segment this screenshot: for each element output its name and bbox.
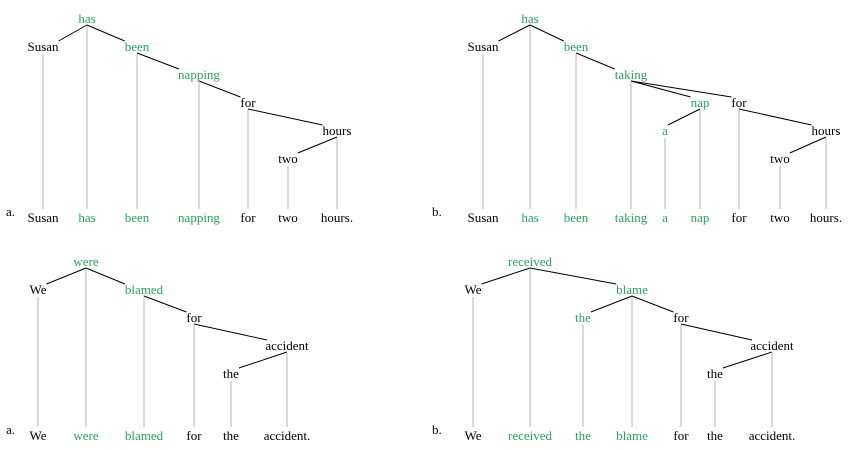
tree-node-for: for (731, 95, 747, 110)
sentence-word-for: for (673, 428, 689, 443)
dependency-edge (193, 323, 268, 341)
dependency-edge (789, 136, 827, 154)
tree-node-for: for (186, 310, 202, 325)
sentence-word-the: the (223, 428, 239, 443)
tree-node-two: two (278, 151, 298, 166)
sentence-word-has: has (78, 210, 96, 225)
dependency-edge (667, 108, 701, 126)
dependency-edge (680, 323, 753, 341)
dependency-edge (238, 351, 288, 369)
tree-node-nap: nap (690, 95, 710, 110)
sentence-word-hours: hours. (809, 210, 843, 225)
tree-node-the2: the (707, 366, 723, 381)
sentence-word-for: for (240, 210, 256, 225)
tree-node-were: were (73, 254, 99, 269)
tree-node-we: We (464, 282, 482, 297)
dependency-edge (631, 295, 674, 313)
tree-letter-label: b. (432, 422, 442, 437)
tree-node-we: We (29, 282, 47, 297)
sentence-word-were: were (73, 428, 99, 443)
dependency-edge (85, 267, 126, 285)
sentence-word-for: for (731, 210, 747, 225)
sentence-word-blame: blame (616, 428, 648, 443)
dependency-edge (575, 52, 615, 70)
sentence-word-accident: accident. (748, 428, 796, 443)
sentence-word-the2: the (707, 428, 723, 443)
sentence-word-the1: the (575, 428, 591, 443)
sentence-word-blamed: blamed (124, 428, 164, 443)
tree-letter-label: b. (432, 204, 442, 219)
sentence-word-two: two (278, 210, 298, 225)
dependency-edge (86, 24, 125, 42)
sentence-word-received: received (507, 428, 553, 443)
dependency-edge (630, 80, 691, 98)
tree-node-accident: accident (265, 338, 309, 353)
dependency-edge (136, 52, 180, 70)
tree-node-the: the (223, 366, 239, 381)
tree-node-hours: hours (811, 123, 841, 138)
dependency-edge (297, 136, 338, 154)
dependency-edge (529, 24, 564, 42)
tree-node-hours: hours (322, 123, 352, 138)
tree-node-been: been (563, 39, 589, 54)
tree-node-a: a (662, 123, 668, 138)
sentence-word-two: two (770, 210, 790, 225)
tree-node-napping: napping (178, 67, 220, 82)
dependency-edge (498, 24, 531, 42)
dependency-edge (722, 351, 773, 369)
tree-node-the1: the (575, 310, 591, 325)
sentence-word-accident: accident. (263, 428, 311, 443)
dependency-edge (481, 267, 531, 285)
dependency-edge (630, 80, 732, 98)
sentence-word-a: a (662, 210, 668, 225)
tree-node-has: has (78, 11, 96, 26)
tree-letter-label: a. (6, 422, 16, 437)
sentence-word-we: We (29, 428, 47, 443)
tree-node-blame: blame (616, 282, 648, 297)
sentence-word-nap: nap (690, 210, 710, 225)
sentence-word-for: for (186, 428, 202, 443)
tree-node-susan: Susan (27, 39, 59, 54)
dependency-edge (247, 108, 323, 126)
sentence-word-been: been (124, 210, 150, 225)
sentence-word-we: We (464, 428, 482, 443)
tree-node-for: for (240, 95, 256, 110)
tree-node-has: has (521, 11, 539, 26)
sentence-word-hours: hours. (320, 210, 354, 225)
tree-node-received: received (507, 254, 553, 269)
tree-node-two: two (770, 151, 790, 166)
dependency-edge (143, 295, 187, 313)
tree-node-blamed: blamed (124, 282, 164, 297)
tree-node-for: for (673, 310, 689, 325)
dependency-edge (590, 295, 633, 313)
tree-letter-label: a. (6, 204, 16, 219)
tree-node-accident: accident (750, 338, 794, 353)
tree-node-susan: Susan (467, 39, 499, 54)
dependency-edge (46, 267, 87, 285)
sentence-word-napping: napping (178, 210, 220, 225)
sentence-word-susan: Susan (467, 210, 499, 225)
sentence-word-taking: taking (614, 210, 648, 225)
tree-node-taking: taking (614, 67, 648, 82)
dependency-edge (738, 108, 812, 126)
sentence-word-has: has (521, 210, 539, 225)
tree-node-been: been (124, 39, 150, 54)
sentence-word-been: been (563, 210, 589, 225)
dependency-edge (529, 267, 617, 285)
sentence-word-susan: Susan (27, 210, 59, 225)
dependency-edge (198, 80, 241, 98)
dependency-edge (58, 24, 88, 42)
